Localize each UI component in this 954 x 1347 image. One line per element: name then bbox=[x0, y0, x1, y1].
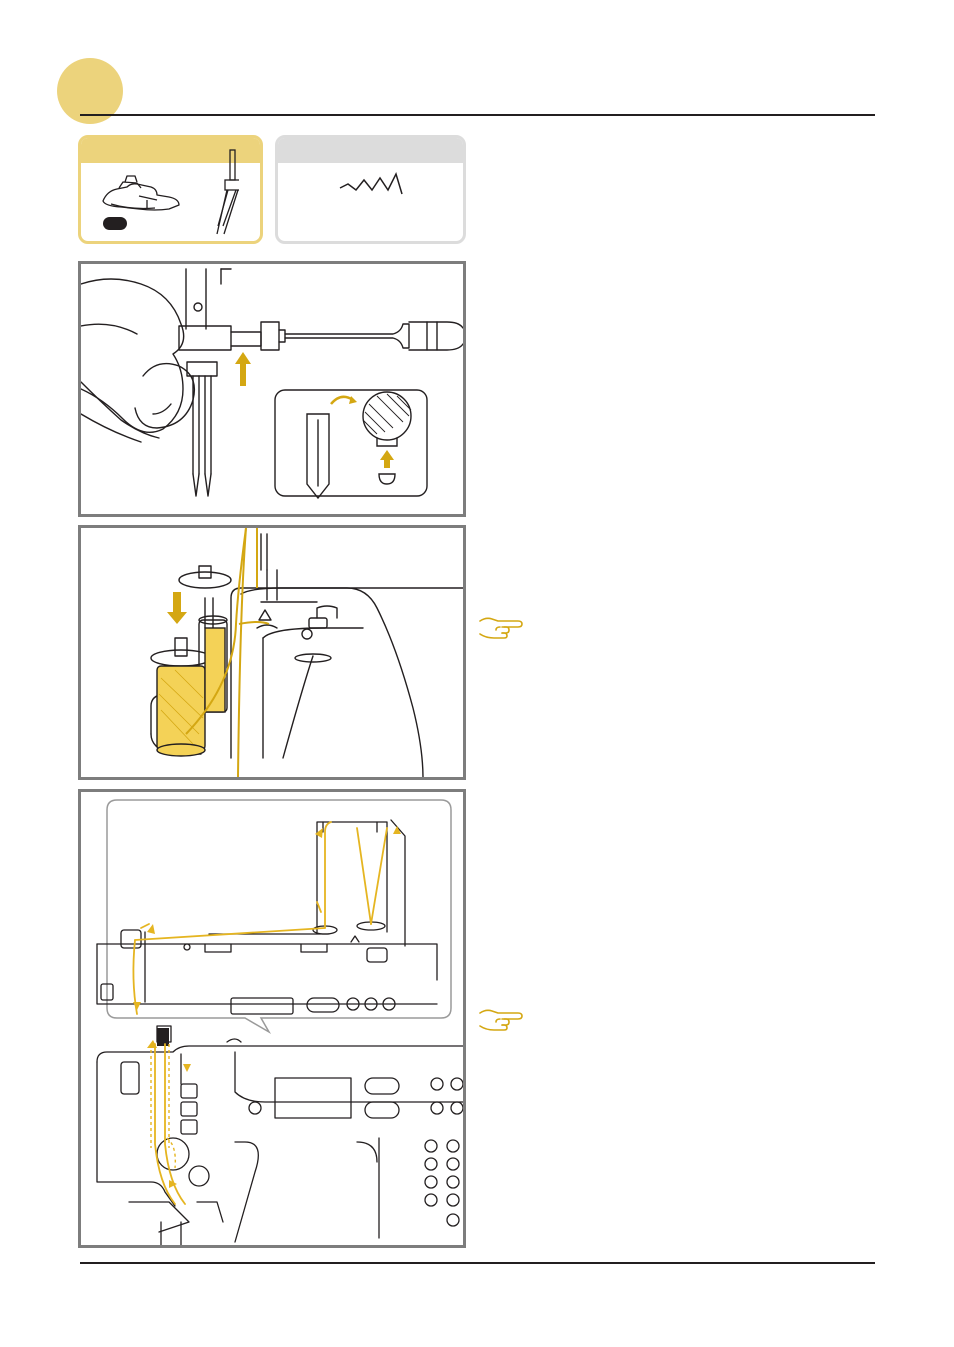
threading-path-figure bbox=[78, 789, 466, 1248]
pointing-hand-icon bbox=[478, 615, 524, 641]
presser-foot-card bbox=[78, 135, 263, 244]
spool-setup-figure bbox=[78, 525, 466, 780]
needle-install-figure bbox=[78, 261, 466, 517]
pointing-hand-icon bbox=[478, 1007, 524, 1033]
header-rule bbox=[80, 114, 875, 116]
footer-rule bbox=[80, 1262, 875, 1264]
stitch-card bbox=[275, 135, 466, 244]
twin-needle-icon bbox=[199, 146, 239, 241]
stitch-card-header bbox=[278, 138, 463, 163]
